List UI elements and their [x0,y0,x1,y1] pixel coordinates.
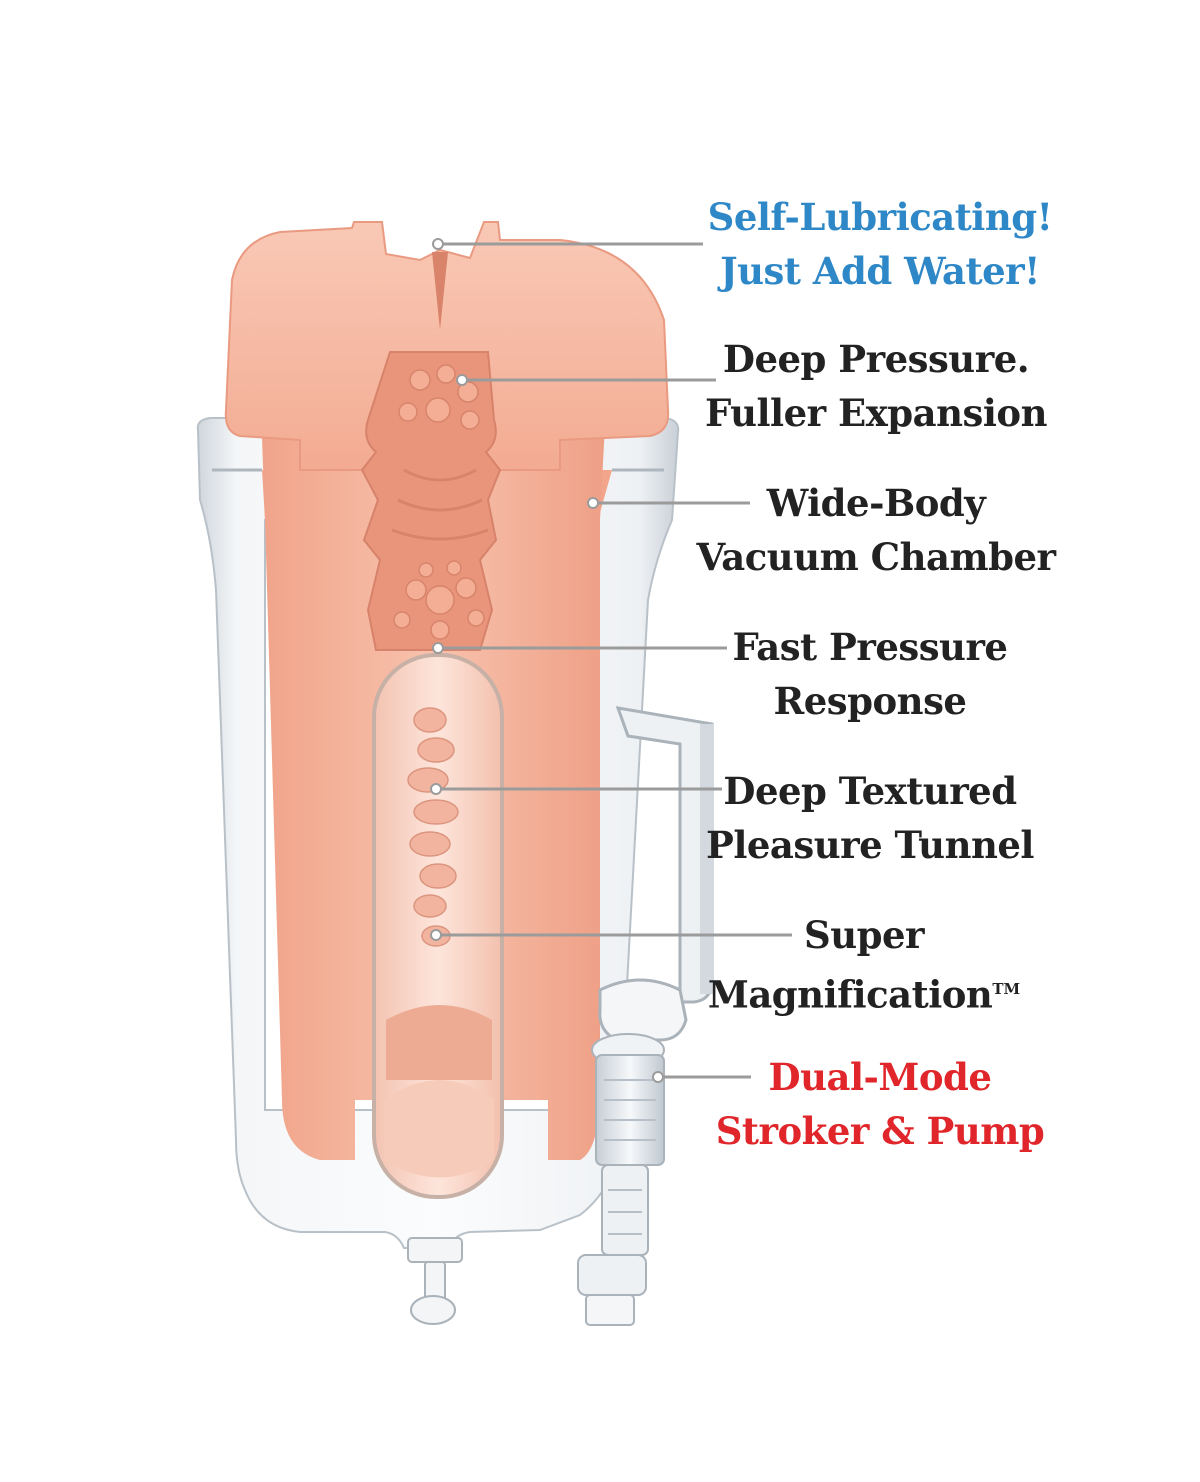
callout-line: MagnificationTM [684,962,1044,1021]
sleeve-opening [432,252,448,330]
callout-line: Fast Pressure [732,625,1008,669]
callout-line: Self-Lubricating! [707,195,1053,239]
callout-line: Super [803,913,925,957]
callout-deep-textured: Deep Textured Pleasure Tunnel [690,764,1050,872]
callout-super-magnification: Super MagnificationTM [684,908,1044,1021]
callout-line: Vacuum Chamber [696,535,1056,579]
callout-wide-body: Wide-Body Vacuum Chamber [696,476,1056,584]
callout-line: Pleasure Tunnel [706,823,1034,867]
window-base [384,1080,494,1178]
callout-line: Wide-Body [766,481,986,525]
texture-ribs [391,468,489,541]
callout-line: Fuller Expansion [704,391,1048,435]
callout-self-lubricating: Self-Lubricating! Just Add Water! [700,190,1060,298]
callout-line: Response [773,679,967,723]
pump-assembly [577,978,688,1326]
callout-fast-pressure: Fast Pressure Response [690,620,1050,728]
window-bottom-texture [386,1005,492,1080]
callout-line: Deep Pressure. [722,337,1030,381]
callout-line: Dual-Mode [768,1055,992,1099]
window-texture [407,707,459,947]
callout-line: Just Add Water! [720,249,1040,293]
callout-line-text: Magnification [707,972,993,1017]
callout-dual-mode: Dual-Mode Stroker & Pump [700,1050,1060,1158]
sleeve-cap [224,221,670,471]
handle-back [700,724,714,994]
bottom-valve [407,1237,463,1325]
trademark-mark: TM [992,980,1021,998]
leader-lines [436,242,792,1079]
callout-line: Deep Textured [723,769,1017,813]
leader-dots [430,238,664,1083]
callout-deep-pressure: Deep Pressure. Fuller Expansion [696,332,1056,440]
texture-nubs [393,364,485,640]
callout-line: Stroker & Pump [715,1109,1045,1153]
